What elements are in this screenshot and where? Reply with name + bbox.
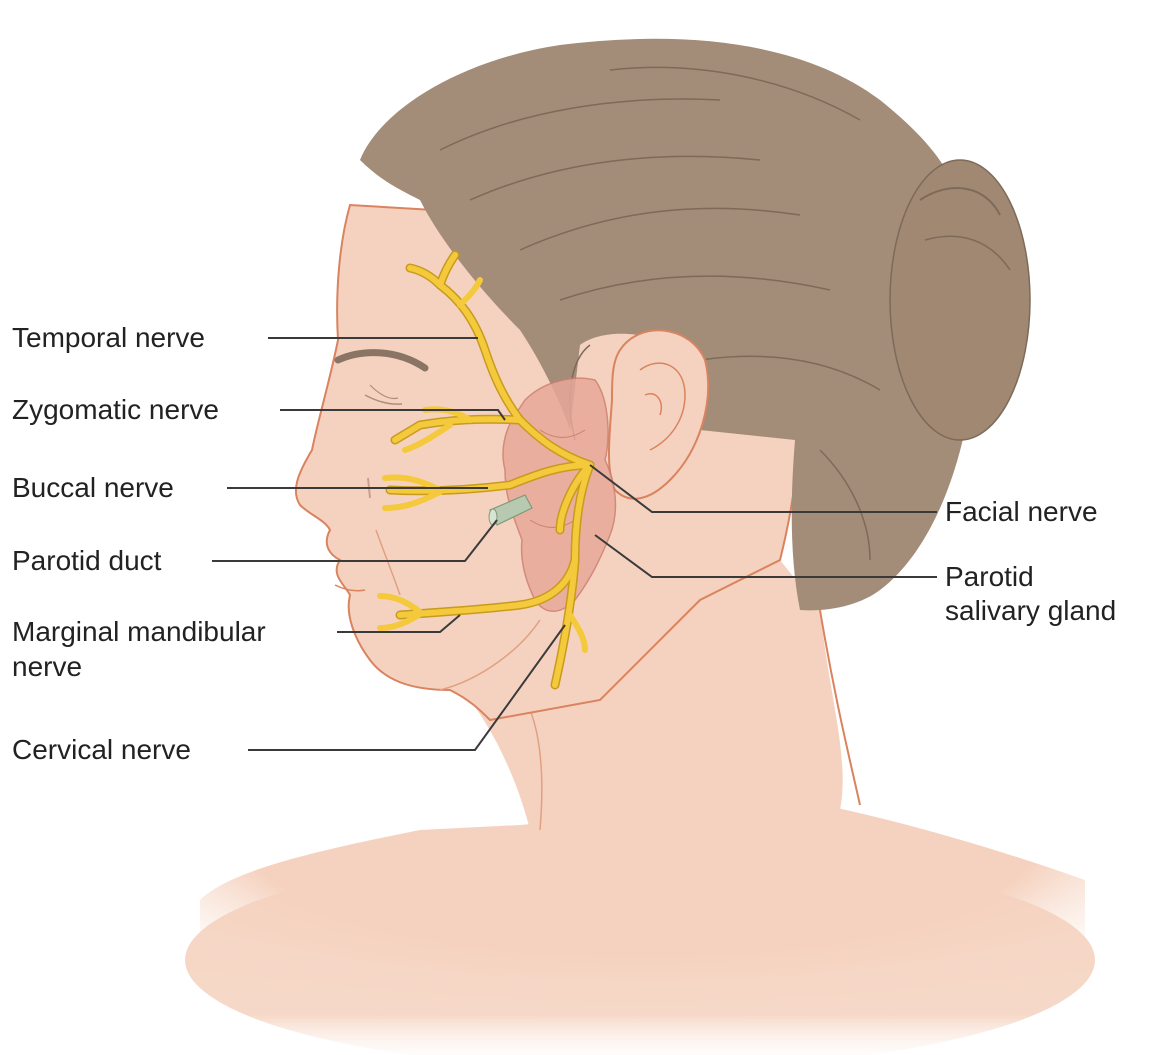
label-parotid-line2: salivary gland <box>945 595 1116 627</box>
label-parotid-line1: Parotid <box>945 561 1034 593</box>
label-buccal-nerve: Buccal nerve <box>12 472 174 504</box>
shoulders <box>185 800 1095 1055</box>
label-facial-nerve: Facial nerve <box>945 496 1098 528</box>
label-marginal-mandibular-line2: nerve <box>12 651 82 683</box>
label-parotid-duct: Parotid duct <box>12 545 161 577</box>
label-zygomatic-nerve: Zygomatic nerve <box>12 394 219 426</box>
label-marginal-mandibular-line1: Marginal mandibular <box>12 616 266 648</box>
label-cervical-nerve: Cervical nerve <box>12 734 191 766</box>
label-temporal-nerve: Temporal nerve <box>12 322 205 354</box>
